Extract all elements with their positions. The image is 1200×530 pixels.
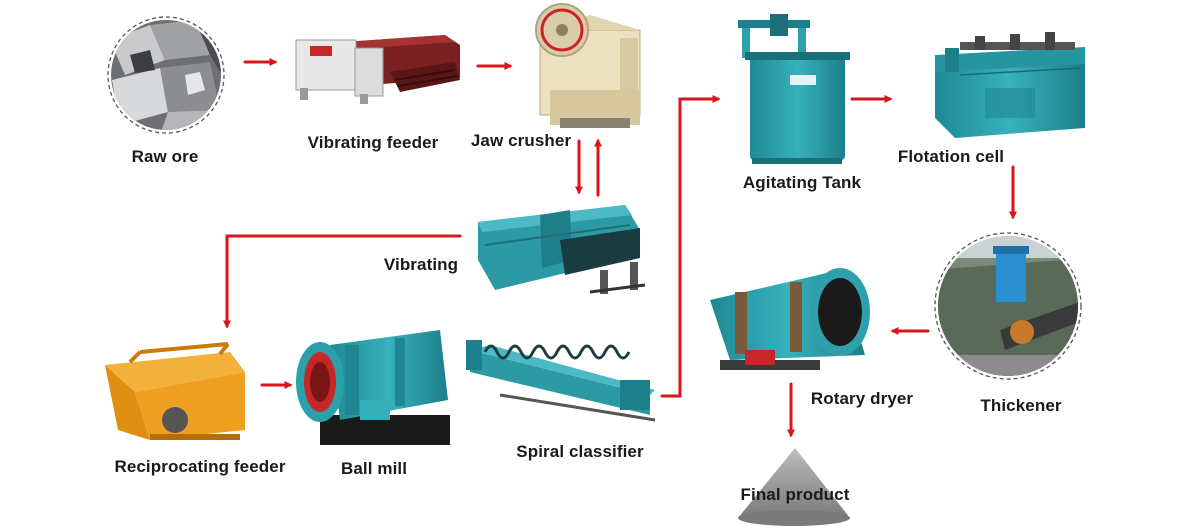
thickener-image	[934, 232, 1082, 380]
arrow-classifier-to-agitating-tank	[660, 95, 721, 398]
label-spiral-classifier: Spiral classifier	[516, 442, 644, 461]
vibrating-screen-image	[478, 205, 646, 294]
label-ball-mill: Ball mill	[340, 459, 408, 478]
label-final-product: Final product	[740, 485, 850, 504]
label-vibrating-feeder: Vibrating feeder	[307, 133, 439, 152]
rotary-dryer-image	[710, 268, 870, 370]
final-product-pile	[738, 448, 850, 526]
label-thickener: Thickener	[980, 396, 1062, 415]
agitating-tank-image	[738, 14, 850, 164]
label-rotary-dryer: Rotary dryer	[810, 389, 914, 408]
label-reciprocating-feeder: Reciprocating feeder	[114, 457, 286, 476]
arrow-screen-to-reciprocating-feeder	[223, 234, 462, 329]
label-flotation-cell: Flotation cell	[897, 147, 1005, 166]
label-vibrating-screen: Vibrating	[383, 255, 459, 274]
label-jaw-crusher: Jaw crusher	[470, 131, 572, 150]
ball-mill-image	[296, 330, 450, 445]
reciprocating-feeder-image	[105, 342, 245, 440]
label-agitating-tank: Agitating Tank	[742, 173, 862, 192]
raw-ore-image	[107, 16, 225, 134]
vibrating-feeder-image	[295, 35, 460, 104]
spiral-classifier-image	[466, 340, 656, 422]
flotation-cell-image	[935, 32, 1085, 138]
jaw-crusher-image	[535, 3, 641, 128]
label-raw-ore: Raw ore	[131, 147, 199, 166]
